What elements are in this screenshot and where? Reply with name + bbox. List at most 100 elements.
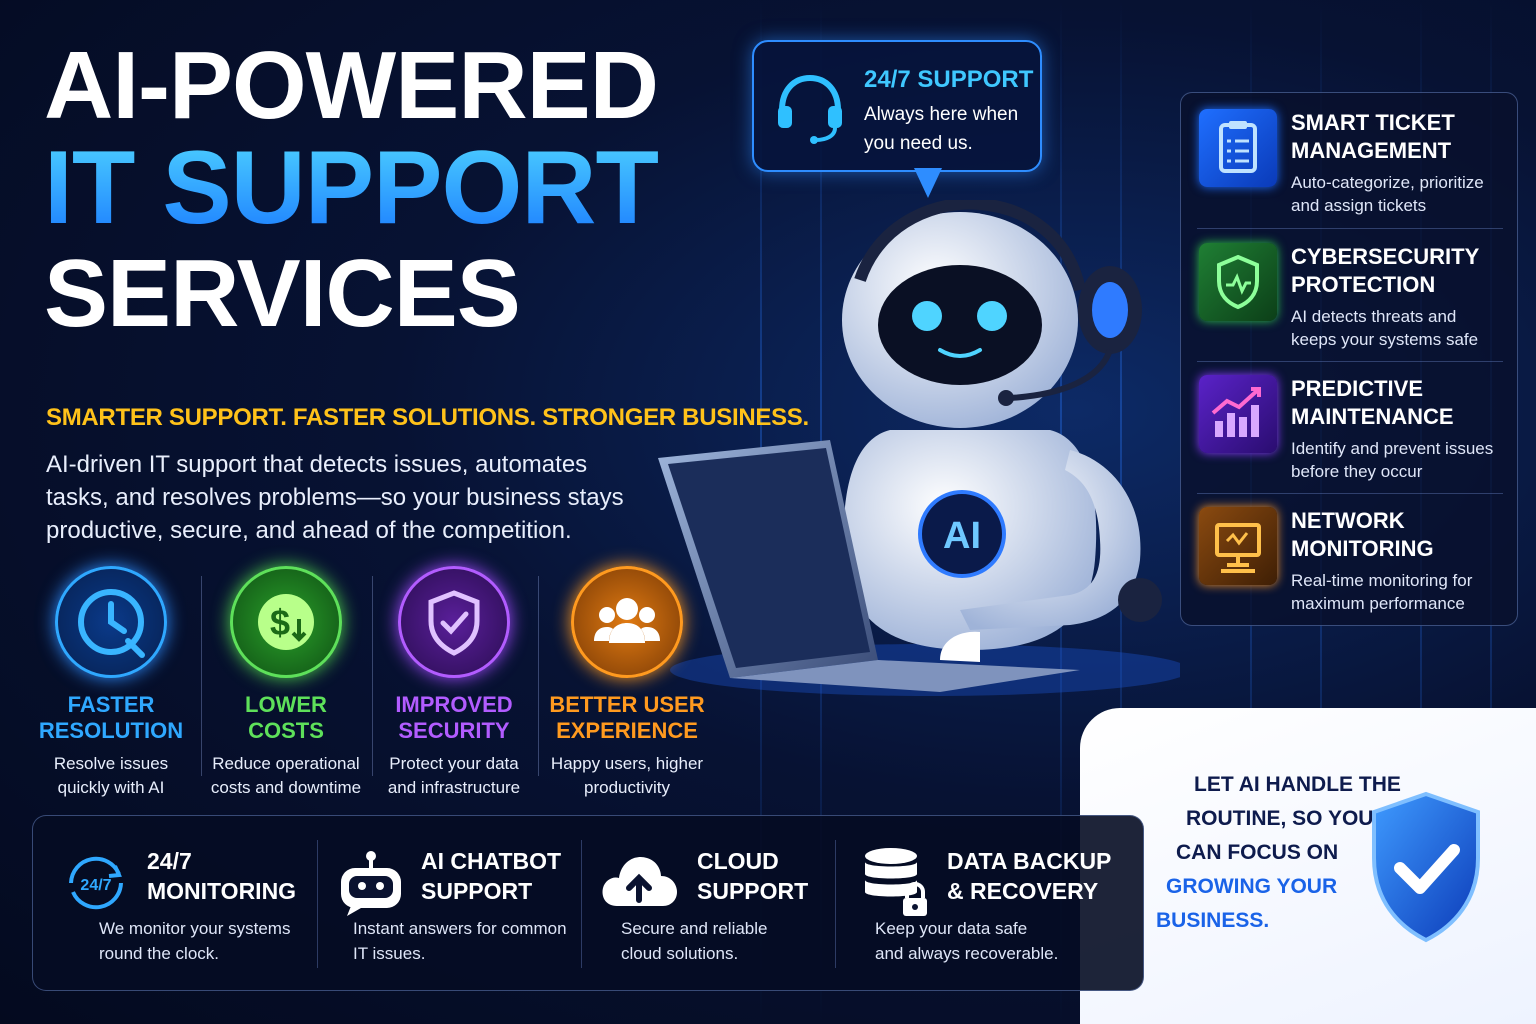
- service-title-line: SUPPORT: [421, 878, 533, 904]
- feature-title-line: SMART TICKET: [1291, 110, 1455, 135]
- benefit-desc: Reduce operational costs and downtime: [210, 754, 362, 797]
- service-desc-line: cloud solutions.: [621, 944, 739, 963]
- service-title-line: AI CHATBOT: [421, 848, 562, 874]
- title-line-2: IT SUPPORT: [44, 130, 659, 246]
- callout-line: ROUTINE, SO YOU: [1186, 807, 1374, 830]
- service-chatbot: AI CHATBOT SUPPORT Instant answers for co…: [333, 846, 593, 986]
- service-title-line: MONITORING: [147, 878, 297, 904]
- divider: [372, 576, 373, 776]
- service-backup: DATA BACKUP & RECOVERY Keep your data saf…: [861, 846, 1131, 986]
- divider: [538, 576, 539, 776]
- clock-icon: [55, 566, 167, 678]
- feature-desc: Identify and prevent issues before they …: [1291, 439, 1494, 481]
- callout-highlight: GROWING YOUR: [1166, 875, 1338, 898]
- benefit-title: BETTER USER EXPERIENCE: [549, 692, 705, 743]
- divider: [1197, 493, 1503, 494]
- robot-chest-label: AI: [943, 515, 981, 557]
- cloud-upload-icon: [602, 856, 677, 906]
- divider: [835, 840, 836, 968]
- feature-panel: SMART TICKET MANAGEMENT Auto-categorize, …: [1180, 92, 1518, 626]
- database-lock-icon: [865, 848, 927, 916]
- service-desc-line: Secure and reliable: [621, 919, 768, 938]
- robot-illustration: AI: [658, 200, 1180, 696]
- service-desc-line: Keep your data safe: [875, 919, 1028, 938]
- shield-check-icon: [1372, 791, 1480, 943]
- refresh-247-icon: 24/7: [69, 856, 123, 910]
- service-title-line: CLOUD: [697, 848, 779, 874]
- feature-title-line: NETWORK: [1291, 508, 1405, 533]
- service-desc-line: round the clock.: [99, 944, 220, 963]
- bubble-tail: [914, 168, 942, 198]
- feature-desc: Real-time monitoring for maximum perform…: [1291, 571, 1473, 613]
- service-desc: Instant answers for common IT issues.: [353, 916, 567, 966]
- divider: [581, 840, 582, 968]
- service-desc-line: Instant answers for common: [353, 919, 567, 938]
- service-desc-line: We monitor your systems: [99, 919, 291, 938]
- benefit-title: FASTER RESOLUTION: [38, 692, 184, 743]
- benefit-improved-security: IMPROVED SECURITY Protect your data and …: [374, 566, 534, 800]
- service-desc-line: and always recoverable.: [875, 944, 1059, 963]
- chatbot-icon: [341, 851, 401, 916]
- benefit-title: IMPROVED SECURITY: [395, 692, 513, 743]
- service-desc: Keep your data safe and always recoverabl…: [875, 916, 1058, 966]
- bubble-subtitle: Always here when you need us.: [864, 104, 1019, 154]
- divider: [1197, 361, 1503, 362]
- benefit-faster-resolution: FASTER RESOLUTION Resolve issues quickly…: [31, 566, 191, 800]
- shield-check-icon: [398, 566, 510, 678]
- feature-title: NETWORK MONITORING: [1291, 507, 1434, 563]
- feature-title: CYBERSECURITY PROTECTION: [1291, 243, 1479, 299]
- service-title-line: 24/7: [147, 848, 192, 874]
- title-line-1: AI-POWERED: [44, 32, 659, 139]
- feature-title-line: CYBERSECURITY: [1291, 244, 1480, 269]
- monitor-icon: [1199, 507, 1277, 585]
- description: AI-driven IT support that detects issues…: [46, 451, 624, 544]
- icon-text: 24/7: [80, 877, 111, 894]
- service-title: AI CHATBOT SUPPORT: [421, 846, 561, 906]
- service-title: CLOUD SUPPORT: [697, 846, 808, 906]
- service-desc: Secure and reliable cloud solutions.: [621, 916, 767, 966]
- tagline: SMARTER SUPPORT. FASTER SOLUTIONS. STRON…: [46, 404, 809, 431]
- service-title: DATA BACKUP & RECOVERY: [947, 846, 1111, 906]
- benefit-desc: Happy users, higher productivity: [550, 754, 704, 797]
- feature-title-line: MANAGEMENT: [1291, 138, 1452, 163]
- dollar-icon: $: [230, 566, 342, 678]
- feature-title-line: MONITORING: [1291, 536, 1434, 561]
- divider: [1197, 228, 1503, 229]
- feature-title-line: MAINTENANCE: [1291, 404, 1454, 429]
- service-title-line: & RECOVERY: [947, 878, 1099, 904]
- clipboard-icon: [1199, 109, 1277, 187]
- bubble-title: 24/7 SUPPORT: [864, 66, 1034, 93]
- svg-text:$: $: [270, 602, 290, 643]
- feature-title-line: PROTECTION: [1291, 272, 1436, 297]
- benefit-desc: Protect your data and infrastructure: [387, 754, 521, 797]
- feature-desc: AI detects threats and keeps your system…: [1291, 307, 1479, 349]
- benefit-lower-costs: $ LOWER COSTS Reduce operational costs a…: [206, 566, 366, 800]
- bar-chart-icon: [1199, 375, 1277, 453]
- divider: [201, 576, 202, 776]
- feature-desc: Auto-categorize, prioritize and assign t…: [1291, 173, 1484, 215]
- service-title-line: SUPPORT: [697, 878, 809, 904]
- title-line-3: SERVICES: [44, 240, 521, 347]
- service-cloud: CLOUD SUPPORT Secure and reliable cloud so…: [599, 846, 839, 986]
- service-desc-line: IT issues.: [353, 944, 426, 963]
- shield-pulse-icon: [1199, 243, 1277, 321]
- callout-line: CAN FOCUS ON: [1176, 841, 1339, 864]
- benefit-user-experience: BETTER USER EXPERIENCE Happy users, high…: [547, 566, 707, 800]
- callout-highlight: BUSINESS.: [1156, 909, 1270, 932]
- users-icon: [571, 566, 683, 678]
- feature-cybersecurity: CYBERSECURITY PROTECTION AI detects threa…: [1197, 227, 1507, 355]
- feature-title: SMART TICKET MANAGEMENT: [1291, 109, 1455, 165]
- callout-panel: LET AI HANDLE THE ROUTINE, SO YOU CAN FO…: [1080, 708, 1536, 1024]
- benefit-title: LOWER COSTS: [245, 692, 327, 743]
- support-bubble: 24/7 SUPPORT Always here when you need u…: [752, 40, 1042, 172]
- callout-line: LET AI HANDLE THE: [1194, 773, 1401, 796]
- service-desc: We monitor your systems round the clock.: [99, 916, 290, 966]
- headset-icon: [778, 74, 842, 144]
- benefit-desc: Resolve issues quickly with AI: [53, 754, 169, 797]
- service-title-line: DATA BACKUP: [947, 848, 1112, 874]
